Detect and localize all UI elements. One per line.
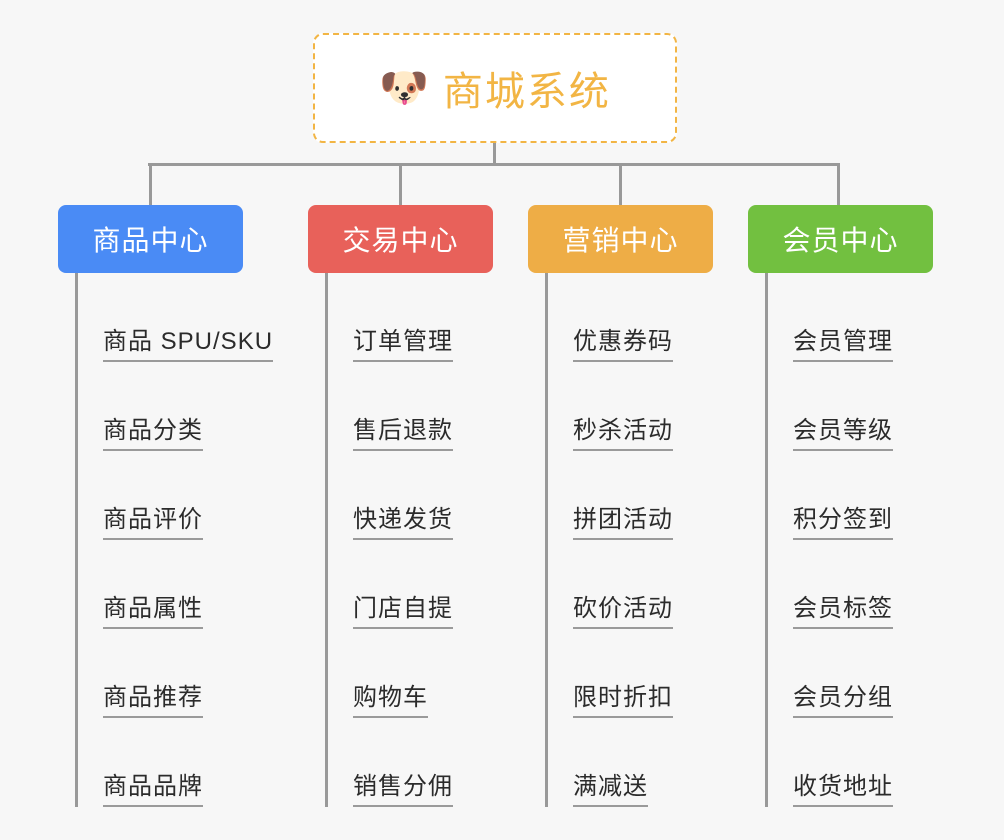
connector-drop-4 bbox=[837, 163, 840, 205]
list-item[interactable]: 砍价活动 bbox=[548, 540, 713, 629]
leaf-underline bbox=[793, 805, 893, 807]
leaf-underline bbox=[353, 538, 453, 540]
branch-spine bbox=[75, 273, 78, 807]
leaf-label: 售后退款 bbox=[353, 410, 453, 451]
leaf-label: 优惠券码 bbox=[573, 321, 673, 362]
list-item[interactable]: 会员管理 bbox=[768, 273, 933, 362]
connector-drop-1 bbox=[149, 163, 152, 205]
list-item[interactable]: 商品 SPU/SKU bbox=[78, 273, 273, 362]
leaf-underline bbox=[353, 805, 453, 807]
list-item[interactable]: 销售分佣 bbox=[328, 718, 493, 807]
leaf-underline bbox=[103, 805, 203, 807]
leaf-underline bbox=[573, 627, 673, 629]
root-title: 商城系统 bbox=[442, 70, 611, 114]
dog-face-icon: 🐶 bbox=[379, 66, 429, 110]
list-item[interactable]: 收货地址 bbox=[768, 718, 933, 807]
leaf-label: 商品推荐 bbox=[103, 677, 203, 718]
list-item[interactable]: 会员等级 bbox=[768, 362, 933, 451]
leaf-list-marketing-center: 优惠券码 秒杀活动 拼团活动 砍价活动 限时折扣 满减送 bbox=[545, 273, 713, 807]
branch-column-member-center: 会员中心 会员管理 会员等级 积分签到 会员标签 会员分组 收货地址 bbox=[748, 205, 933, 807]
leaf-label: 会员等级 bbox=[793, 410, 893, 451]
leaf-label: 门店自提 bbox=[353, 588, 453, 629]
branch-header-member-center[interactable]: 会员中心 bbox=[748, 205, 933, 273]
leaf-underline bbox=[353, 360, 453, 362]
leaf-underline bbox=[353, 449, 453, 451]
branch-header-marketing-center[interactable]: 营销中心 bbox=[528, 205, 713, 273]
list-item[interactable]: 售后退款 bbox=[328, 362, 493, 451]
leaf-underline bbox=[573, 360, 673, 362]
leaf-label: 拼团活动 bbox=[573, 499, 673, 540]
branch-column-trade-center: 交易中心 订单管理 售后退款 快递发货 门店自提 购物车 销售分佣 bbox=[308, 205, 493, 807]
leaf-label: 快递发货 bbox=[353, 499, 453, 540]
connector-drop-2 bbox=[399, 163, 402, 205]
connector-drop-3 bbox=[619, 163, 622, 205]
leaf-label: 商品评价 bbox=[103, 499, 203, 540]
list-item[interactable]: 门店自提 bbox=[328, 540, 493, 629]
leaf-label: 秒杀活动 bbox=[573, 410, 673, 451]
leaf-underline bbox=[793, 716, 893, 718]
branch-column-product-center: 商品中心 商品 SPU/SKU 商品分类 商品评价 商品属性 商品推荐 商品品牌 bbox=[58, 205, 273, 807]
leaf-label: 购物车 bbox=[353, 677, 428, 718]
leaf-list-product-center: 商品 SPU/SKU 商品分类 商品评价 商品属性 商品推荐 商品品牌 bbox=[75, 273, 273, 807]
list-item[interactable]: 快递发货 bbox=[328, 451, 493, 540]
leaf-label: 限时折扣 bbox=[573, 677, 673, 718]
leaf-underline bbox=[353, 716, 428, 718]
leaf-underline bbox=[573, 805, 648, 807]
leaf-label: 商品属性 bbox=[103, 588, 203, 629]
connector-horizontal-bus bbox=[148, 163, 838, 166]
leaf-underline bbox=[103, 449, 203, 451]
list-item[interactable]: 购物车 bbox=[328, 629, 493, 718]
leaf-underline bbox=[793, 627, 893, 629]
list-item[interactable]: 拼团活动 bbox=[548, 451, 713, 540]
leaf-underline bbox=[103, 716, 203, 718]
list-item[interactable]: 会员分组 bbox=[768, 629, 933, 718]
leaf-label: 商品品牌 bbox=[103, 766, 203, 807]
leaf-list-trade-center: 订单管理 售后退款 快递发货 门店自提 购物车 销售分佣 bbox=[325, 273, 493, 807]
branch-header-trade-center[interactable]: 交易中心 bbox=[308, 205, 493, 273]
list-item[interactable]: 积分签到 bbox=[768, 451, 933, 540]
leaf-label: 商品 SPU/SKU bbox=[103, 321, 273, 362]
leaf-label: 会员标签 bbox=[793, 588, 893, 629]
list-item[interactable]: 商品品牌 bbox=[78, 718, 273, 807]
connector-root-stem bbox=[493, 143, 496, 165]
branch-header-product-center[interactable]: 商品中心 bbox=[58, 205, 243, 273]
leaf-label: 会员分组 bbox=[793, 677, 893, 718]
leaf-underline bbox=[573, 716, 673, 718]
list-item[interactable]: 秒杀活动 bbox=[548, 362, 713, 451]
leaf-list-member-center: 会员管理 会员等级 积分签到 会员标签 会员分组 收货地址 bbox=[765, 273, 933, 807]
list-item[interactable]: 商品分类 bbox=[78, 362, 273, 451]
leaf-label: 订单管理 bbox=[353, 321, 453, 362]
leaf-underline bbox=[573, 449, 673, 451]
leaf-underline bbox=[103, 538, 203, 540]
leaf-label: 收货地址 bbox=[793, 766, 893, 807]
leaf-label: 会员管理 bbox=[793, 321, 893, 362]
leaf-label: 满减送 bbox=[573, 766, 648, 807]
branch-spine bbox=[325, 273, 328, 807]
list-item[interactable]: 限时折扣 bbox=[548, 629, 713, 718]
leaf-underline bbox=[573, 538, 673, 540]
list-item[interactable]: 满减送 bbox=[548, 718, 713, 807]
leaf-underline bbox=[103, 360, 273, 362]
leaf-underline bbox=[353, 627, 453, 629]
list-item[interactable]: 订单管理 bbox=[328, 273, 493, 362]
root-node[interactable]: 🐶 商城系统 bbox=[313, 33, 677, 143]
list-item[interactable]: 商品属性 bbox=[78, 540, 273, 629]
leaf-label: 销售分佣 bbox=[353, 766, 453, 807]
branch-spine bbox=[545, 273, 548, 807]
list-item[interactable]: 商品推荐 bbox=[78, 629, 273, 718]
leaf-label: 砍价活动 bbox=[573, 588, 673, 629]
list-item[interactable]: 商品评价 bbox=[78, 451, 273, 540]
leaf-label: 积分签到 bbox=[793, 499, 893, 540]
leaf-underline bbox=[103, 627, 203, 629]
leaf-label: 商品分类 bbox=[103, 410, 203, 451]
leaf-underline bbox=[793, 449, 893, 451]
branch-spine bbox=[765, 273, 768, 807]
list-item[interactable]: 优惠券码 bbox=[548, 273, 713, 362]
branch-column-marketing-center: 营销中心 优惠券码 秒杀活动 拼团活动 砍价活动 限时折扣 满减送 bbox=[528, 205, 713, 807]
leaf-underline bbox=[793, 538, 893, 540]
leaf-underline bbox=[793, 360, 893, 362]
list-item[interactable]: 会员标签 bbox=[768, 540, 933, 629]
